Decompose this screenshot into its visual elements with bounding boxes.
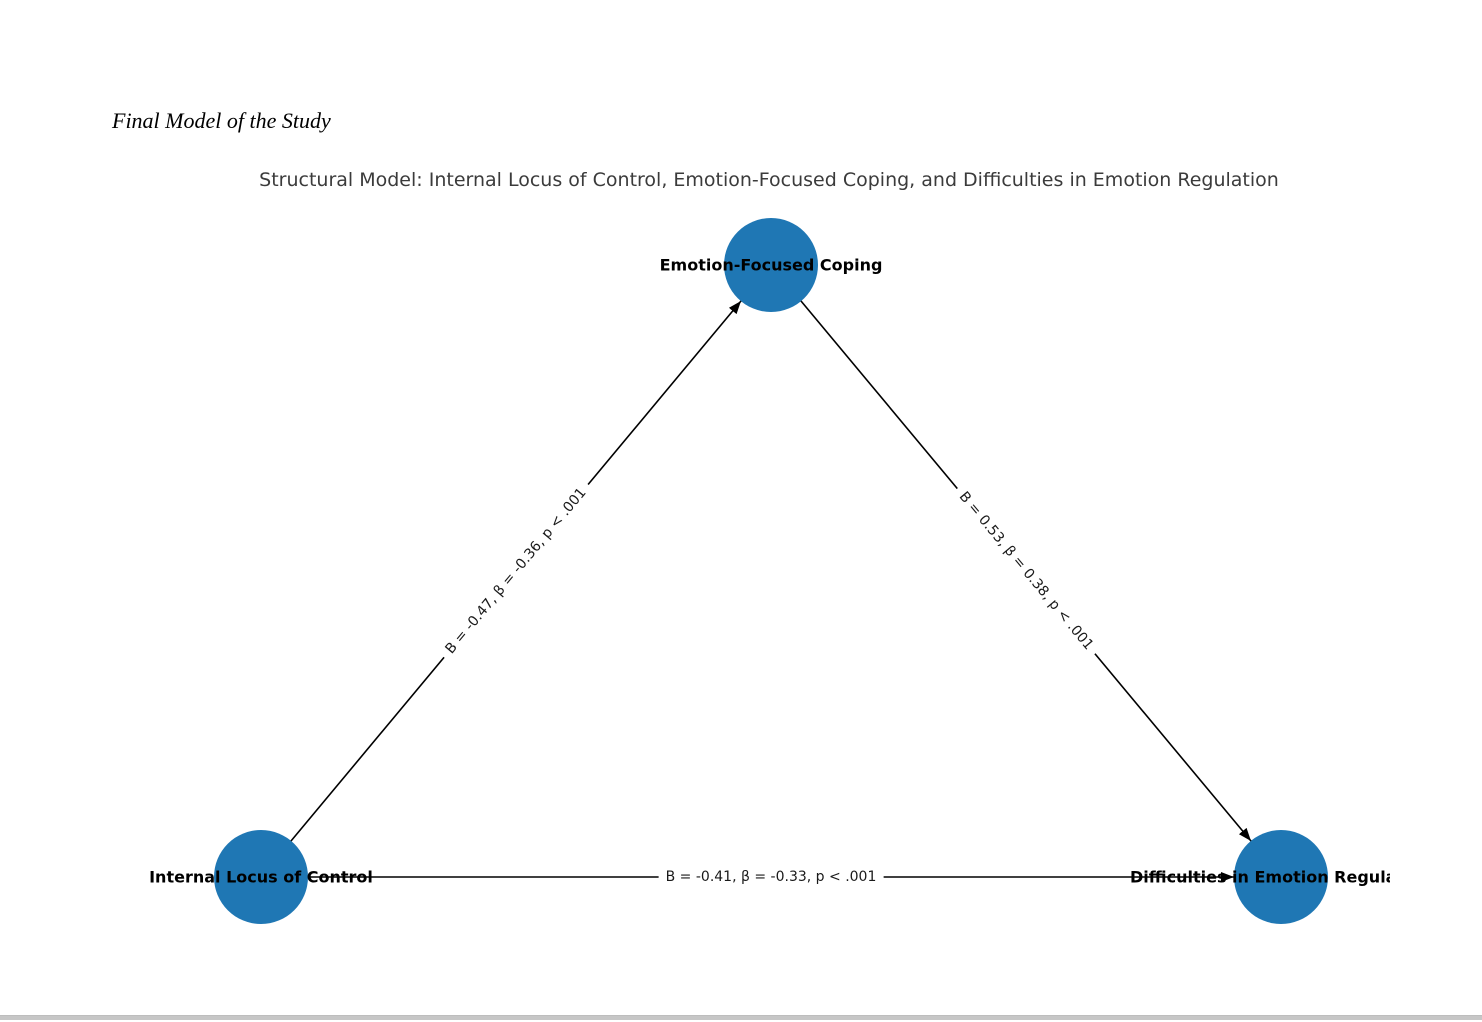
document-heading: Final Model of the Study <box>112 108 331 133</box>
path-diagram: Structural Model: Internal Locus of Cont… <box>148 0 1390 1015</box>
edge-label-ilc-der: B = -0.41, β = -0.33, p < .001 <box>658 867 884 887</box>
figure-title: Structural Model: Internal Locus of Cont… <box>259 169 1279 191</box>
edges-canvas <box>290 300 1252 882</box>
node-difficulties-in-emotion-regulation <box>1234 830 1328 924</box>
node-label-internal-locus-of-control: Internal Locus of Control <box>149 867 373 887</box>
node-label-difficulties-in-emotion-regulation: Difficulties in Emotion Regulation <box>1130 867 1390 887</box>
node-internal-locus-of-control <box>214 830 308 924</box>
node-label-emotion-focused-coping: Emotion-Focused Coping <box>659 255 883 275</box>
node-emotion-focused-coping <box>724 218 818 312</box>
horizontal-scrollbar[interactable] <box>0 1015 1482 1020</box>
